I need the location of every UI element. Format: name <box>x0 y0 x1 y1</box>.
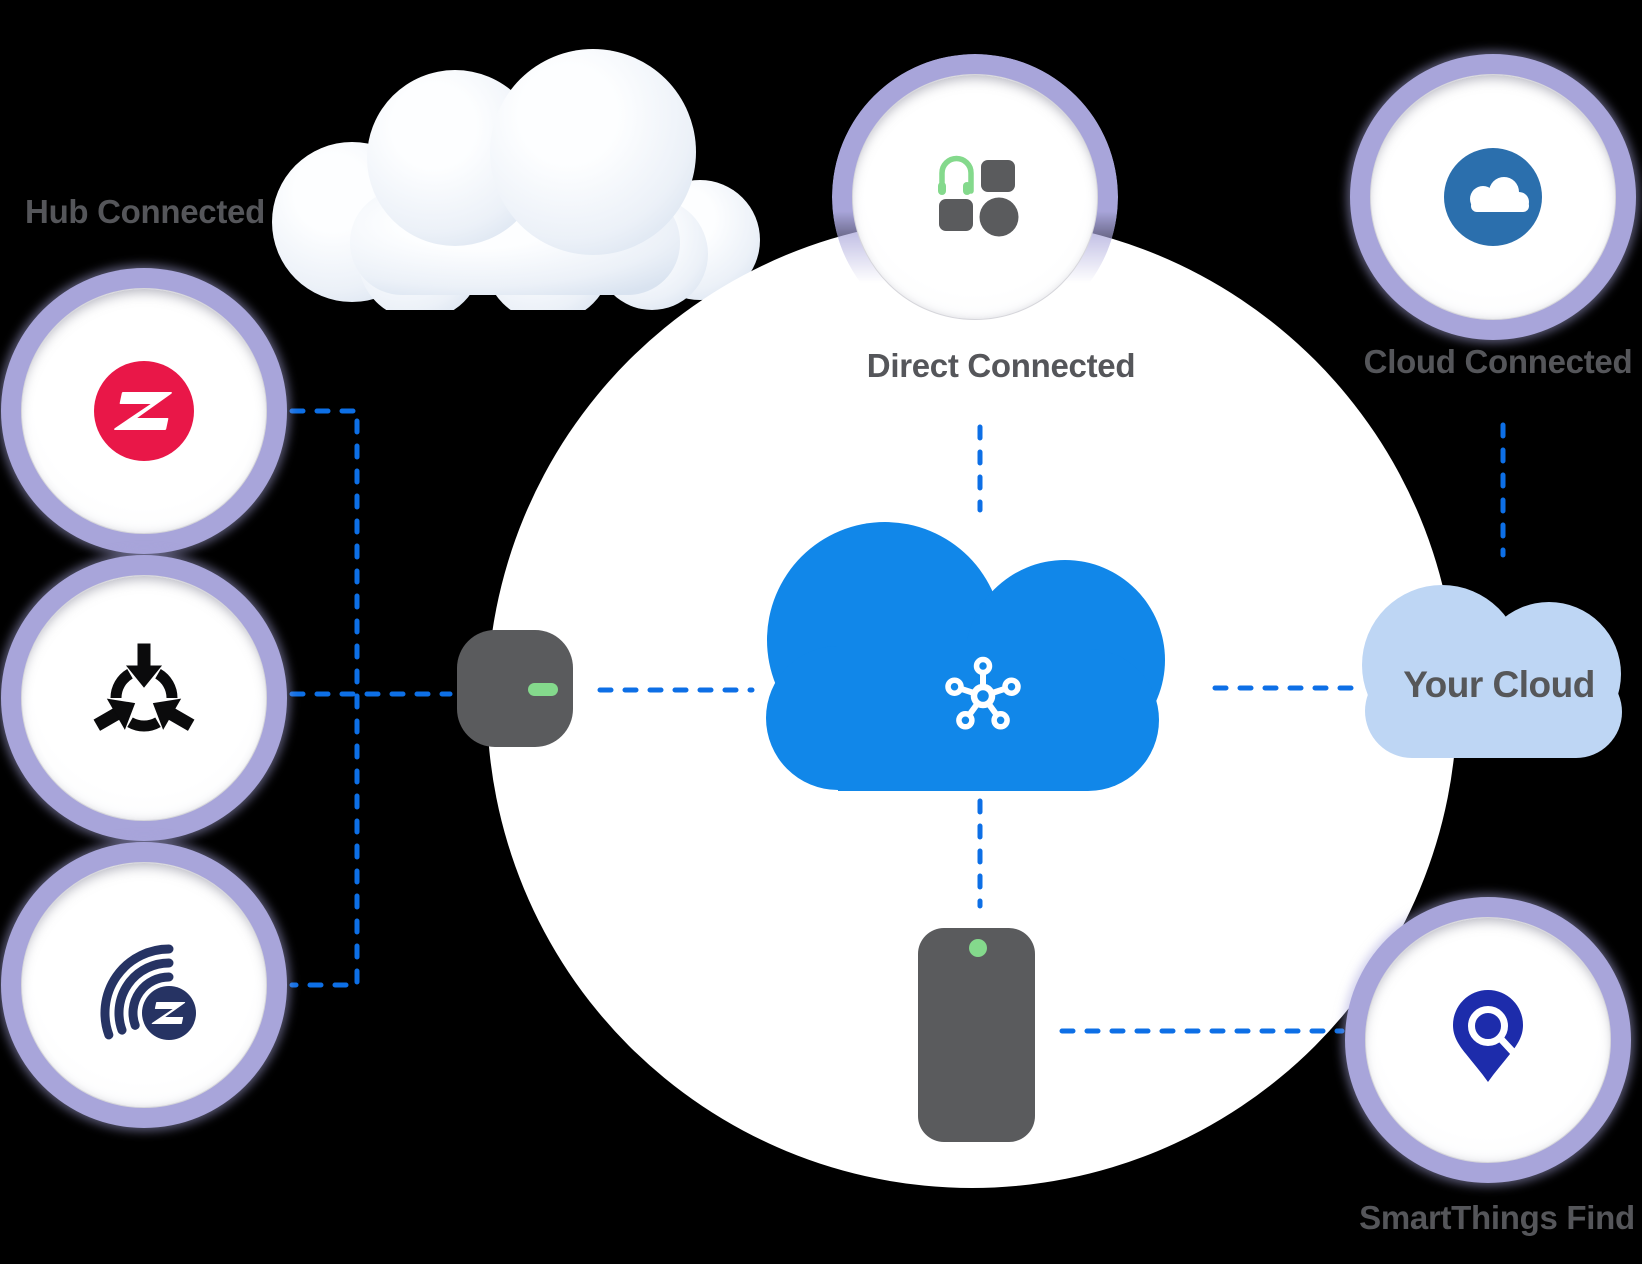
badge-matter <box>1 555 287 841</box>
cloud-icon <box>1444 148 1542 246</box>
smartphone-device <box>918 928 1035 1142</box>
smartthings-hub-logo <box>945 656 1021 730</box>
direct-connected-label: Direct Connected <box>866 347 1136 384</box>
matter-logo-icon <box>93 643 195 732</box>
hub-connected-label: Hub Connected <box>25 193 265 230</box>
your-cloud-shape <box>1362 585 1622 758</box>
badge-cloud-connected <box>1350 54 1636 340</box>
z-wave-logo-icon <box>100 944 196 1040</box>
headphones-icon <box>938 155 974 195</box>
zigbee-logo-icon <box>94 361 194 461</box>
headphones-and-devices-grid-icon <box>938 155 1019 237</box>
badge-zigbee <box>1 268 287 554</box>
smartthings-cloud <box>766 522 1165 791</box>
smartthings-hub-device <box>457 630 573 747</box>
your-cloud-label: Your Cloud <box>1403 664 1595 705</box>
badge-zwave <box>1 842 287 1128</box>
connector-hub-bracket <box>289 408 360 988</box>
phone-led-indicator <box>969 939 987 957</box>
cloud-connected-label: Cloud Connected <box>1363 343 1633 380</box>
smartthings-find-label: SmartThings Find <box>1359 1199 1635 1236</box>
badge-direct-connected-core <box>852 74 1098 320</box>
location-pin-search-icon <box>1453 990 1523 1082</box>
fluffy-cloud-illustration <box>272 49 760 310</box>
hub-led-indicator <box>528 683 558 696</box>
badge-smartthings-find <box>1345 897 1631 1183</box>
